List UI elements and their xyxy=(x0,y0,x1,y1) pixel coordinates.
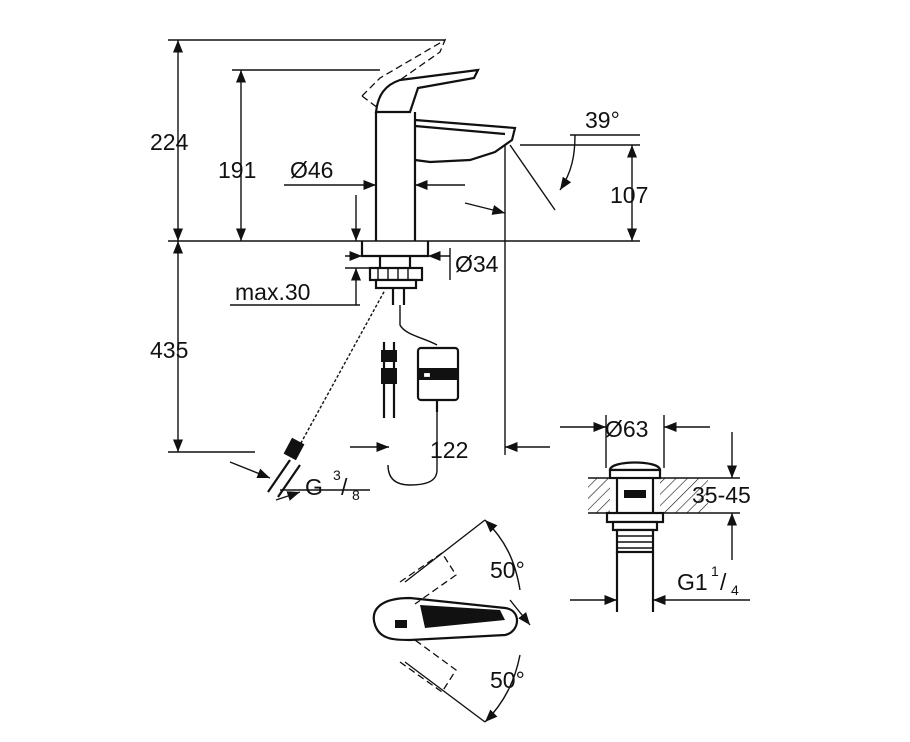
waste-diameter-label: Ø63 xyxy=(605,416,648,442)
waste-drain xyxy=(588,461,740,612)
cable-and-box xyxy=(387,305,460,486)
dimension-35-45: 35-45 xyxy=(692,432,751,560)
waste-thread-slash: / xyxy=(720,569,727,595)
handle-angle-right-label: 50° xyxy=(490,667,525,693)
supply-pipe xyxy=(381,342,397,418)
dimension-39-deg: 39° xyxy=(504,107,640,241)
hose-thread-den: 8 xyxy=(352,487,360,503)
dimension-191: 191 xyxy=(218,69,380,241)
spout-height-label: 107 xyxy=(610,182,648,208)
hose-thread-slash: / xyxy=(341,474,348,500)
braided-hose xyxy=(267,289,387,498)
handle-angle-left-label: 50° xyxy=(490,557,525,583)
max-thickness-label: max.30 xyxy=(235,279,310,305)
spout-arrow xyxy=(464,202,506,215)
base-diameter-label: Ø34 xyxy=(455,251,499,277)
waste-range-label: 35-45 xyxy=(692,482,751,508)
dimension-224: 224 xyxy=(150,39,445,241)
hose-thread-label: G xyxy=(305,474,323,500)
dimension-435: 435 xyxy=(150,241,255,453)
hose-thread-num: 3 xyxy=(333,467,341,483)
dimension-107: 107 xyxy=(520,144,648,241)
dimension-122: 122 xyxy=(350,241,550,463)
dimension-d46: Ø46 xyxy=(284,157,465,191)
dimension-g1-14: G1 1 / 4 xyxy=(570,563,750,606)
lever-top-view: 50° 50° xyxy=(372,519,531,723)
height-total-label: 224 xyxy=(150,129,189,155)
waste-thread-label: G1 xyxy=(677,569,708,595)
body-diameter-label: Ø46 xyxy=(290,157,333,183)
faucet-body xyxy=(360,38,517,305)
waste-thread-num: 1 xyxy=(711,563,719,579)
dimension-g38: G 3 / 8 xyxy=(229,461,370,503)
dimension-d63: Ø63 xyxy=(560,415,710,468)
hose-length-label: 435 xyxy=(150,337,188,363)
height-spout-label: 191 xyxy=(218,157,256,183)
spout-angle-label: 39° xyxy=(585,107,620,133)
dimension-max30: max.30 xyxy=(230,195,370,306)
waste-thread-den: 4 xyxy=(731,582,739,598)
dimension-d34: Ø34 xyxy=(345,248,499,280)
spout-reach-label: 122 xyxy=(430,437,468,463)
